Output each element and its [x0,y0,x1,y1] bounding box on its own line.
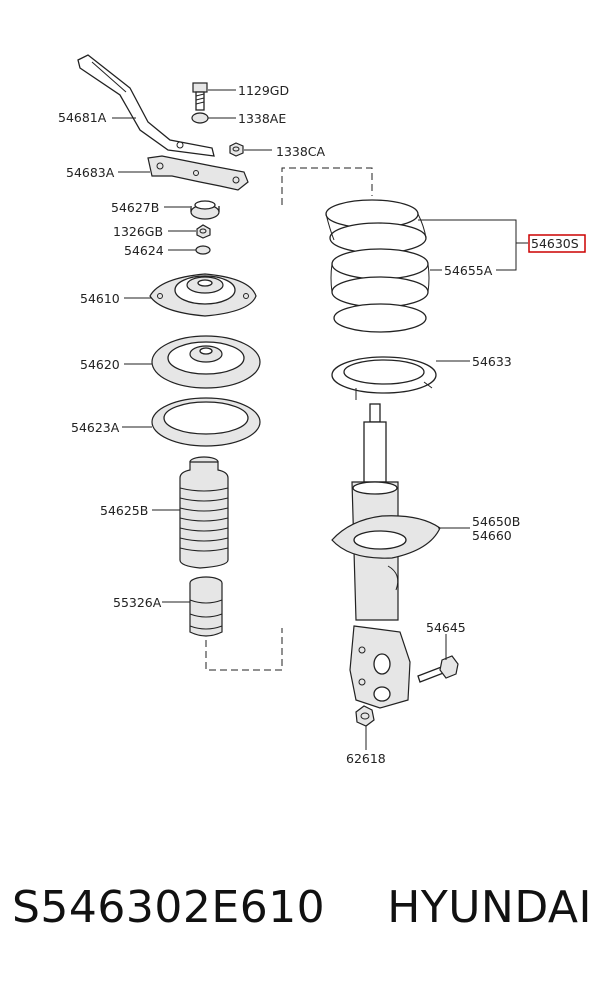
strut-body-part [331,403,441,709]
nut-part [355,705,375,727]
bracket-part [147,155,249,191]
dashed-connector [281,167,373,205]
spring-pad-part [151,397,261,447]
label-54660: 54660 [472,528,512,543]
washer-part [195,245,211,255]
label-62618: 62618 [346,751,386,766]
nut-part [196,224,211,239]
label-54681A: 54681A [58,110,107,125]
label-1338CA: 1338CA [276,144,326,159]
dashed-connector [205,628,283,671]
label-1338AE: 1338AE [238,111,286,126]
footer-caption: S546302E610 HYUNDAI [12,882,592,942]
spring-seat-pad-part [331,356,437,400]
label-55326A: 55326A [113,595,162,610]
label-54683A: 54683A [66,165,115,180]
label-54650B: 54650B [472,514,520,529]
highlight-box [528,234,586,253]
bolt-part [192,82,208,111]
label-54630S: 54630S [531,236,579,251]
stabilizer-link-part [77,54,215,157]
dust-cover-part [179,456,229,569]
coil-spring-part [325,199,430,333]
label-54625B: 54625B [100,503,148,518]
brand-name: HYUNDAI [387,882,592,933]
label-1326GB: 1326GB [113,224,163,239]
part-number: S546302E610 [12,882,326,933]
washer-part [191,112,209,124]
label-54623A: 54623A [71,420,120,435]
bushing-part [190,200,220,220]
label-54620: 54620 [80,357,120,372]
nut-part [229,142,244,157]
label-54633: 54633 [472,354,512,369]
leader-line [418,219,517,271]
label-54624: 54624 [124,243,164,258]
label-54627B: 54627B [111,200,159,215]
label-54655A: 54655A [444,263,493,278]
label-54610: 54610 [80,291,120,306]
label-54645: 54645 [426,620,466,635]
bearing-plate-part [151,335,261,389]
strut-mount-part [149,273,257,317]
bump-stopper-part [189,576,223,637]
bolt-part [417,655,459,683]
label-1129GD: 1129GD [238,83,289,98]
